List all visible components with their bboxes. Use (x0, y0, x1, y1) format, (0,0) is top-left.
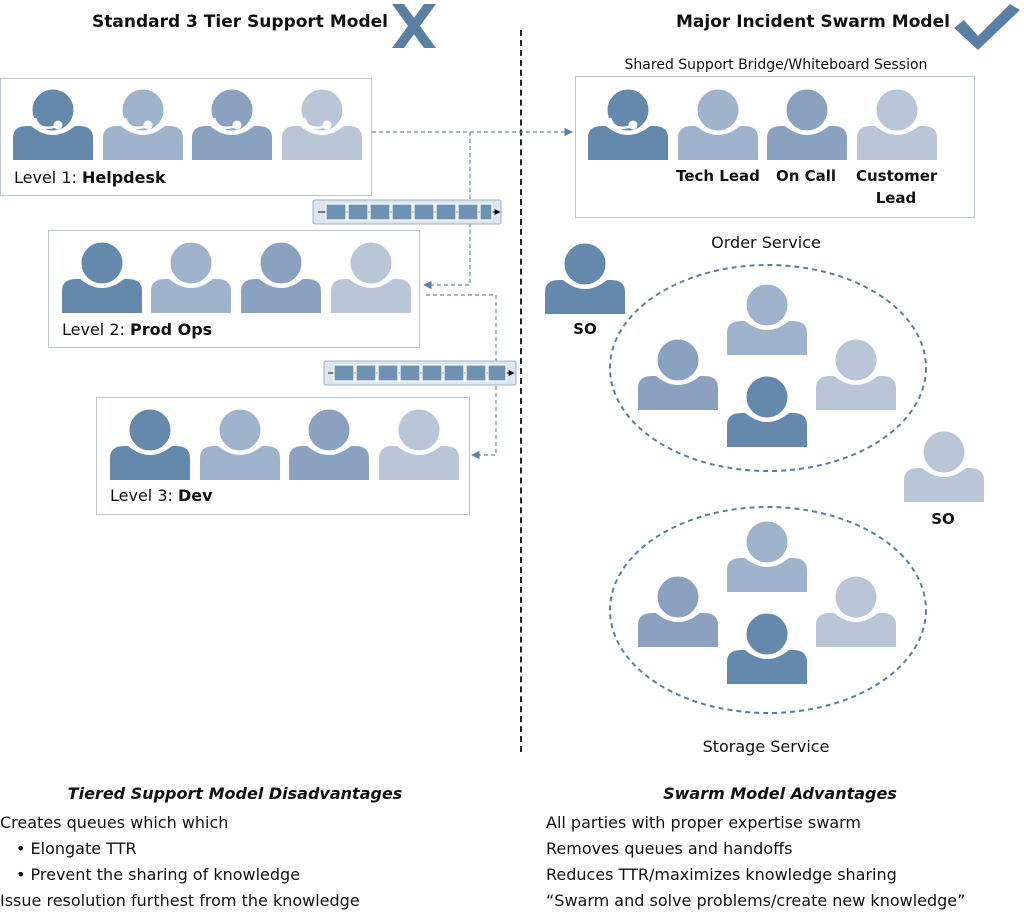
headset-person-icon (192, 86, 272, 160)
disadvantage-line: • Elongate TTR (16, 839, 137, 858)
people-group (13, 86, 984, 684)
so-label-2: SO (931, 510, 955, 528)
person-icon (545, 240, 625, 314)
advantages-title: Swarm Model Advantages (663, 784, 897, 803)
person-icon (379, 406, 459, 480)
disadvantage-line: • Prevent the sharing of knowledge (16, 865, 301, 884)
arrow-helpdesk-to-prodops (423, 132, 471, 290)
person-icon (638, 573, 718, 647)
person-icon (767, 86, 847, 160)
swarm-model-heading: Major Incident Swarm Model (676, 12, 950, 32)
person-icon (727, 518, 807, 592)
level-3-name: Dev (177, 486, 213, 505)
level-1-prefix: Level 1: (14, 168, 82, 187)
disadvantage-line: Creates queues which which (0, 813, 229, 832)
so-label-1: SO (573, 320, 597, 338)
role-label-on-call: On Call (775, 167, 837, 185)
queue-bar-1 (312, 199, 502, 225)
person-icon (289, 406, 369, 480)
headset-person-icon (588, 86, 668, 160)
queue-bar-2 (323, 360, 517, 386)
person-icon (727, 281, 807, 355)
advantage-line: Removes queues and handoffs (546, 839, 793, 858)
advantages-list: All parties with proper expertise swarm … (546, 810, 965, 914)
level-3-label: Level 3: Dev (110, 486, 213, 505)
level-2-name: Prod Ops (129, 320, 213, 339)
level-1-label: Level 1: Helpdesk (14, 168, 166, 187)
x-mark-icon (392, 4, 436, 48)
storage-service-label: Storage Service (702, 737, 830, 756)
person-icon (151, 239, 231, 313)
order-service-ellipse (609, 264, 927, 472)
headset-person-icon (282, 86, 362, 160)
disadvantages-title: Tiered Support Model Disadvantages (67, 784, 403, 803)
person-icon (816, 336, 896, 410)
level-2-prefix: Level 2: (62, 320, 130, 339)
level-3-prefix: Level 3: (110, 486, 178, 505)
person-icon (904, 428, 984, 502)
person-icon (200, 406, 280, 480)
role-label-tech-lead: Tech Lead (676, 167, 760, 185)
person-icon (110, 406, 190, 480)
check-mark-icon (954, 4, 1020, 50)
person-icon (678, 86, 758, 160)
storage-service-ellipse (609, 506, 927, 714)
tier-model-heading: Standard 3 Tier Support Model (92, 12, 388, 32)
disadvantage-line: Issue resolution furthest from the knowl… (0, 891, 360, 910)
headset-person-icon (103, 86, 183, 160)
person-icon (241, 239, 321, 313)
person-icon (816, 573, 896, 647)
order-service-label: Order Service (711, 233, 821, 252)
role-label-customer-lead: Customer Lead (856, 167, 938, 207)
headset-person-icon (13, 86, 93, 160)
column-divider (520, 30, 522, 752)
advantage-line: Reduces TTR/maximizes knowledge sharing (546, 865, 897, 884)
advantage-line: All parties with proper expertise swarm (546, 813, 862, 832)
level-1-name: Helpdesk (81, 168, 166, 187)
person-icon (727, 373, 807, 447)
person-icon (62, 239, 142, 313)
person-icon (857, 86, 937, 160)
level-2-label: Level 2: Prod Ops (62, 320, 212, 339)
person-icon (727, 610, 807, 684)
disadvantages-list: Creates queues which which • Elongate TT… (0, 810, 360, 914)
advantage-line: “Swarm and solve problems/create new kno… (546, 891, 966, 910)
bridge-caption: Shared Support Bridge/Whiteboard Session (624, 57, 928, 73)
person-icon (331, 239, 411, 313)
person-icon (638, 336, 718, 410)
